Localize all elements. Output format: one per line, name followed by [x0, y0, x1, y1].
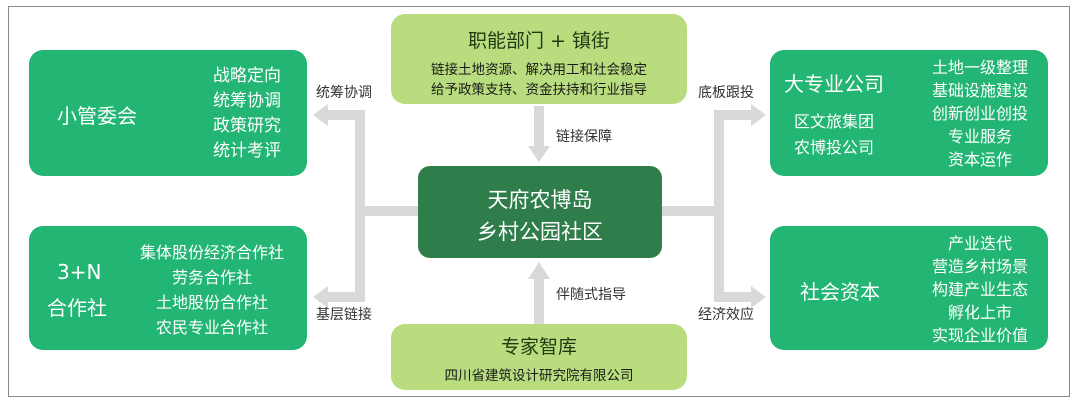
right-bottom-item: 实现企业价值	[931, 326, 1028, 345]
connector-left-top-head	[313, 104, 328, 126]
label-top: 链接保障	[556, 129, 612, 145]
right-top-item: 土地一级整理	[931, 58, 1028, 77]
right-top-sub-1: 区文旅集团	[794, 112, 875, 131]
left-top-item: 政策研究	[213, 116, 281, 136]
top-box-line-2: 给予政策支持、资金扶持和行业指导	[431, 82, 647, 98]
right-bottom-item: 孵化上市	[947, 303, 1012, 322]
right-top-sub-2: 农博投公司	[794, 138, 875, 157]
left-top-item: 战略定向	[213, 66, 281, 86]
connector-left-vertical	[355, 115, 365, 297]
diagram-frame	[8, 6, 1070, 397]
bottom-box-title: 专家智库	[500, 336, 577, 358]
label-bottom: 伴随式指导	[556, 287, 626, 303]
left-bottom-item: 劳务合作社	[171, 268, 252, 287]
right-bottom-items: 产业迭代 营造乡村场景 构建产业生态 孵化上市 实现企业价值	[918, 232, 1042, 347]
left-top-items: 战略定向 统筹协调 政策研究 统计考评	[197, 64, 297, 164]
right-top-item: 创新创业创投	[931, 104, 1028, 123]
connector-left-top-shaft	[325, 110, 365, 120]
label-right-bottom: 经济效应	[698, 307, 754, 323]
right-top-item: 资本运作	[947, 150, 1012, 169]
right-bottom-item: 构建产业生态	[931, 280, 1028, 299]
connector-bottom-shaft	[534, 278, 544, 324]
connector-bottom-head	[528, 262, 550, 279]
connector-center-left	[355, 206, 419, 216]
label-right-top: 底板跟投	[698, 85, 754, 101]
left-top-box-management-committee: 小管委会 战略定向 统筹协调 政策研究 统计考评	[29, 50, 307, 176]
left-top-item: 统计考评	[213, 141, 281, 161]
bottom-box-expert-think-tank: 专家智库 四川省建筑设计研究院有限公司	[391, 324, 687, 390]
left-bottom-item: 农民专业合作社	[155, 318, 268, 337]
top-box-line-1: 链接土地资源、解决用工和社会稳定	[431, 62, 647, 78]
connector-right-vertical	[714, 115, 724, 297]
bottom-box-subtitle: 四川省建筑设计研究院有限公司	[444, 368, 634, 384]
connector-top-head	[528, 146, 550, 162]
left-bottom-title-line-2: 合作社	[47, 296, 107, 320]
connector-left-bottom-shaft	[325, 292, 365, 302]
left-top-title: 小管委会	[57, 104, 137, 128]
right-bottom-title: 社会资本	[800, 280, 880, 304]
right-top-box-professional-companies: 大专业公司 区文旅集团 农博投公司 土地一级整理 基础设施建设 创新创业创投 专…	[770, 50, 1048, 176]
connector-left-bottom-head	[313, 286, 328, 308]
right-top-item: 基础设施建设	[931, 81, 1028, 100]
top-box-title: 职能部门 + 镇街	[468, 30, 610, 52]
connector-right-top-shaft	[714, 110, 754, 120]
left-bottom-item: 集体股份经济合作社	[139, 243, 284, 262]
right-bottom-box-social-capital: 社会资本 产业迭代 营造乡村场景 构建产业生态 孵化上市 实现企业价值	[770, 226, 1048, 350]
connector-top-shaft	[534, 106, 544, 148]
right-bottom-item: 营造乡村场景	[931, 257, 1028, 276]
right-top-item: 专业服务	[947, 127, 1012, 146]
left-bottom-items: 集体股份经济合作社 劳务合作社 土地股份合作社 农民专业合作社	[123, 240, 301, 340]
right-top-title: 大专业公司	[784, 72, 884, 96]
connector-right-top-head	[751, 104, 766, 126]
left-top-item: 统筹协调	[213, 91, 281, 111]
top-box-functional-depts: 职能部门 + 镇街 链接土地资源、解决用工和社会稳定 给予政策支持、资金扶持和行…	[391, 14, 687, 104]
left-bottom-title-line-1: 3+N	[57, 260, 102, 284]
connector-center-right	[662, 206, 724, 216]
center-line-2: 乡村公园社区	[477, 220, 603, 244]
center-box: 天府农博岛 乡村公园社区	[418, 166, 662, 258]
connector-right-bottom-head	[751, 286, 766, 308]
label-left-bottom: 基层链接	[316, 307, 372, 323]
right-bottom-item: 产业迭代	[947, 234, 1012, 253]
center-line-1: 天府农博岛	[487, 188, 593, 212]
left-bottom-item: 土地股份合作社	[155, 293, 268, 312]
left-bottom-box-cooperatives: 3+N 合作社 集体股份经济合作社 劳务合作社 土地股份合作社 农民专业合作社	[29, 226, 307, 350]
right-top-items: 土地一级整理 基础设施建设 创新创业创投 专业服务 资本运作	[918, 56, 1042, 171]
connector-right-bottom-shaft	[714, 292, 754, 302]
label-left-top: 统筹协调	[316, 85, 372, 101]
